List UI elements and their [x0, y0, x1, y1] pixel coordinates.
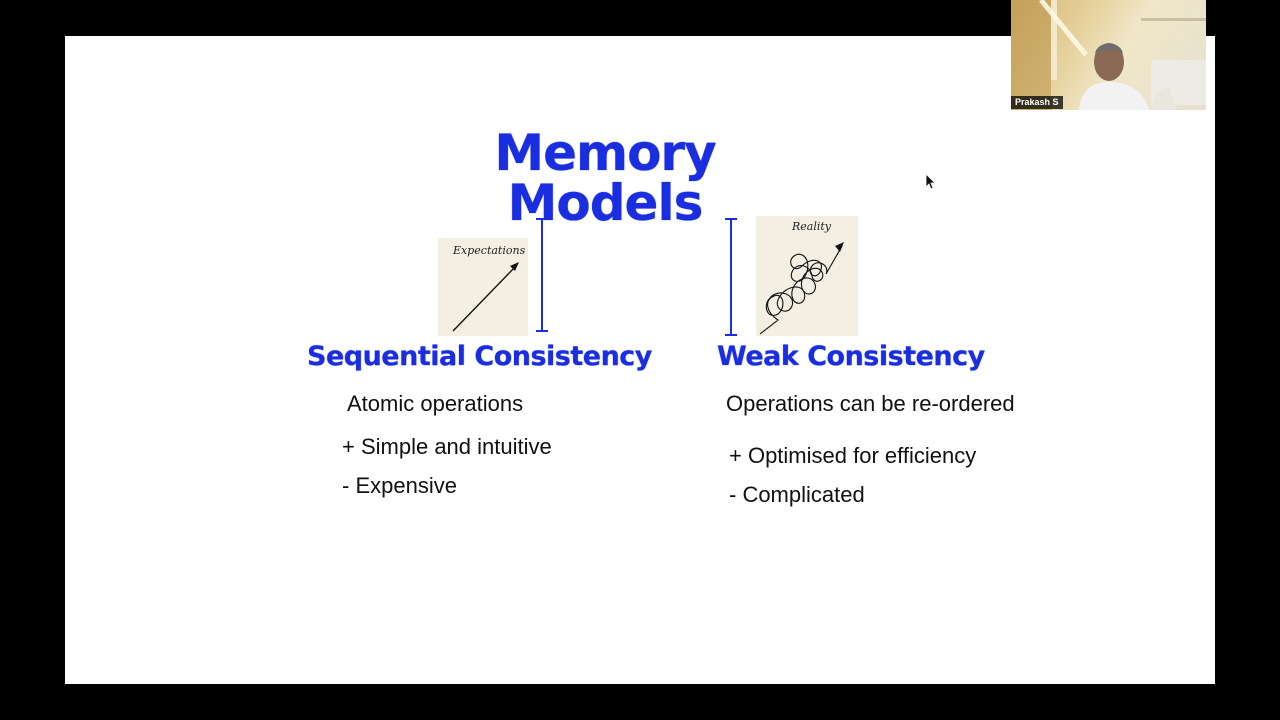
participant-video-feed	[1011, 0, 1206, 110]
weak-pro: + Optimised for efficiency	[729, 443, 977, 468]
weak-description: Operations can be re-ordered	[726, 391, 1015, 416]
connector-bar	[730, 218, 732, 336]
reality-label: Reality	[791, 220, 832, 233]
connector-cap-bottom	[536, 330, 548, 332]
slide-title: Memory Models	[494, 124, 716, 232]
participant-name-tag: Prakash S	[1011, 96, 1063, 109]
mouse-pointer-icon	[925, 173, 936, 195]
sequential-description: Atomic operations	[347, 391, 524, 416]
sequential-con: - Expensive	[342, 473, 457, 498]
right-connector-line	[725, 218, 737, 336]
weak-con: - Complicated	[729, 482, 865, 507]
reality-sketch: Reality	[756, 216, 858, 336]
connector-cap-bottom	[725, 334, 737, 336]
straight-arrow-icon: Expectations	[452, 244, 526, 332]
weak-consistency-heading: Weak Consistency	[717, 341, 985, 372]
sequential-pro: + Simple and intuitive	[342, 434, 552, 459]
expectations-sketch: Expectations	[438, 238, 528, 336]
connector-cap-top	[725, 218, 737, 220]
expectations-label: Expectations	[452, 244, 526, 257]
connector-bar	[541, 218, 543, 332]
presentation-slide	[65, 36, 1215, 684]
participant-video-tile[interactable]: Prakash S	[1011, 0, 1206, 110]
sequential-consistency-heading: Sequential Consistency	[307, 341, 652, 372]
tangled-arrow-icon: Reality	[759, 220, 844, 335]
connector-cap-top	[536, 218, 548, 220]
left-connector-line	[536, 218, 548, 332]
